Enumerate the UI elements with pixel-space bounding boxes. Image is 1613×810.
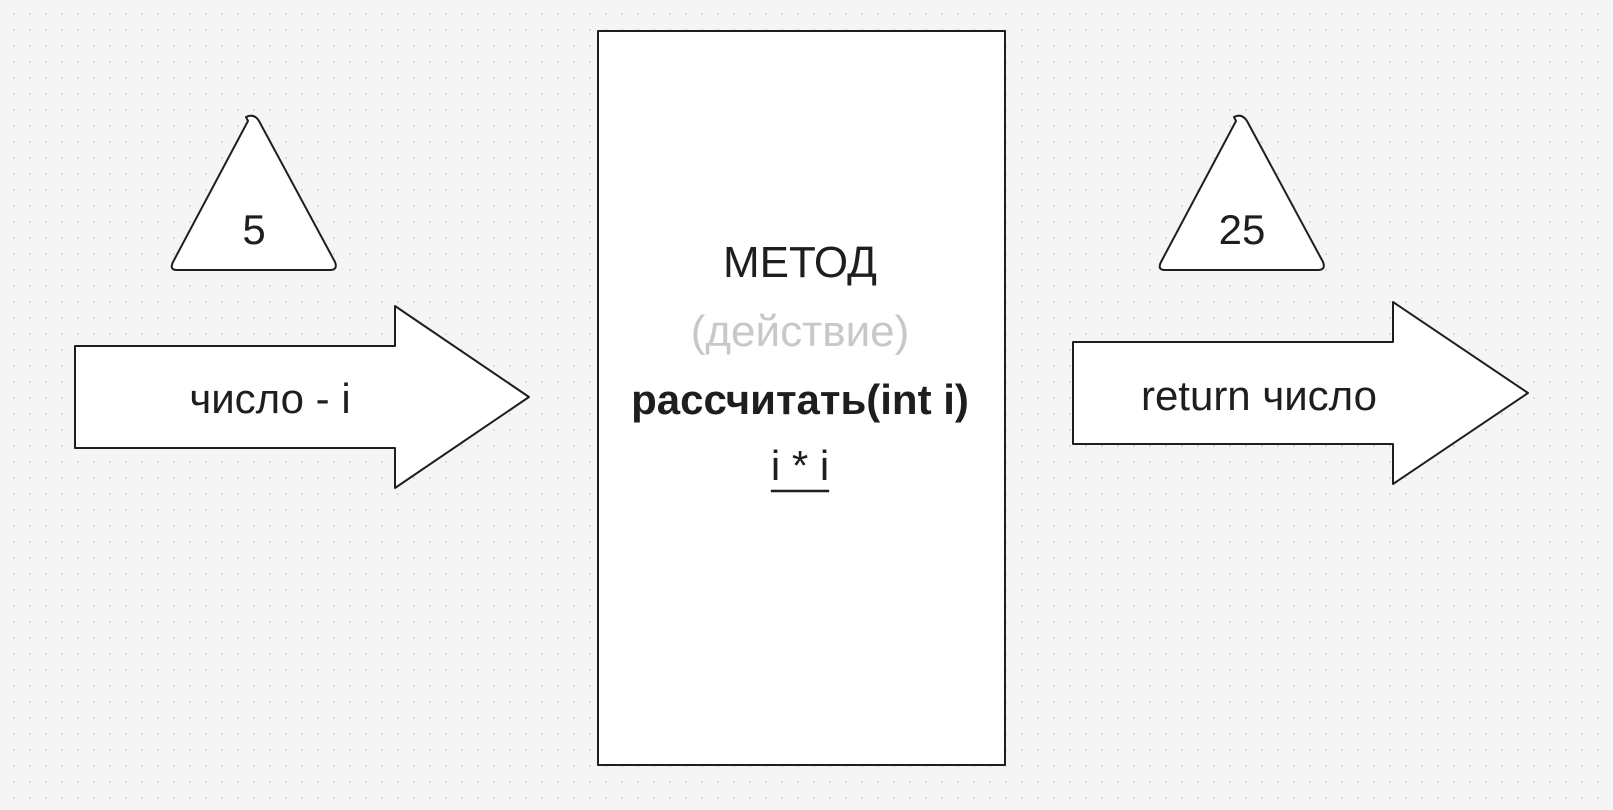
method-block[interactable]: МЕТОД (действие) рассчитать(int i) i * i	[597, 30, 1006, 766]
output-value-shape[interactable]: 25	[1158, 114, 1325, 271]
input-value-label: 5	[242, 206, 265, 253]
input-value-shape[interactable]: 5	[170, 114, 337, 271]
output-arrow-shape[interactable]: return число	[1072, 301, 1529, 485]
method-body: i * i	[771, 442, 829, 489]
input-triangle[interactable]	[170, 114, 337, 271]
method-rectangle[interactable]	[597, 30, 1006, 766]
output-arrow-label: return число	[1141, 372, 1377, 419]
output-value-label: 25	[1219, 206, 1266, 253]
method-title: МЕТОД	[723, 238, 877, 287]
output-triangle[interactable]	[1158, 114, 1325, 271]
input-arrow[interactable]	[74, 305, 530, 489]
output-arrow[interactable]	[1072, 301, 1529, 485]
input-arrow-shape[interactable]: число - i	[74, 305, 530, 489]
method-signature: рассчитать(int i)	[631, 376, 969, 423]
method-subtitle: (действие)	[691, 307, 910, 356]
input-arrow-label: число - i	[189, 375, 350, 422]
